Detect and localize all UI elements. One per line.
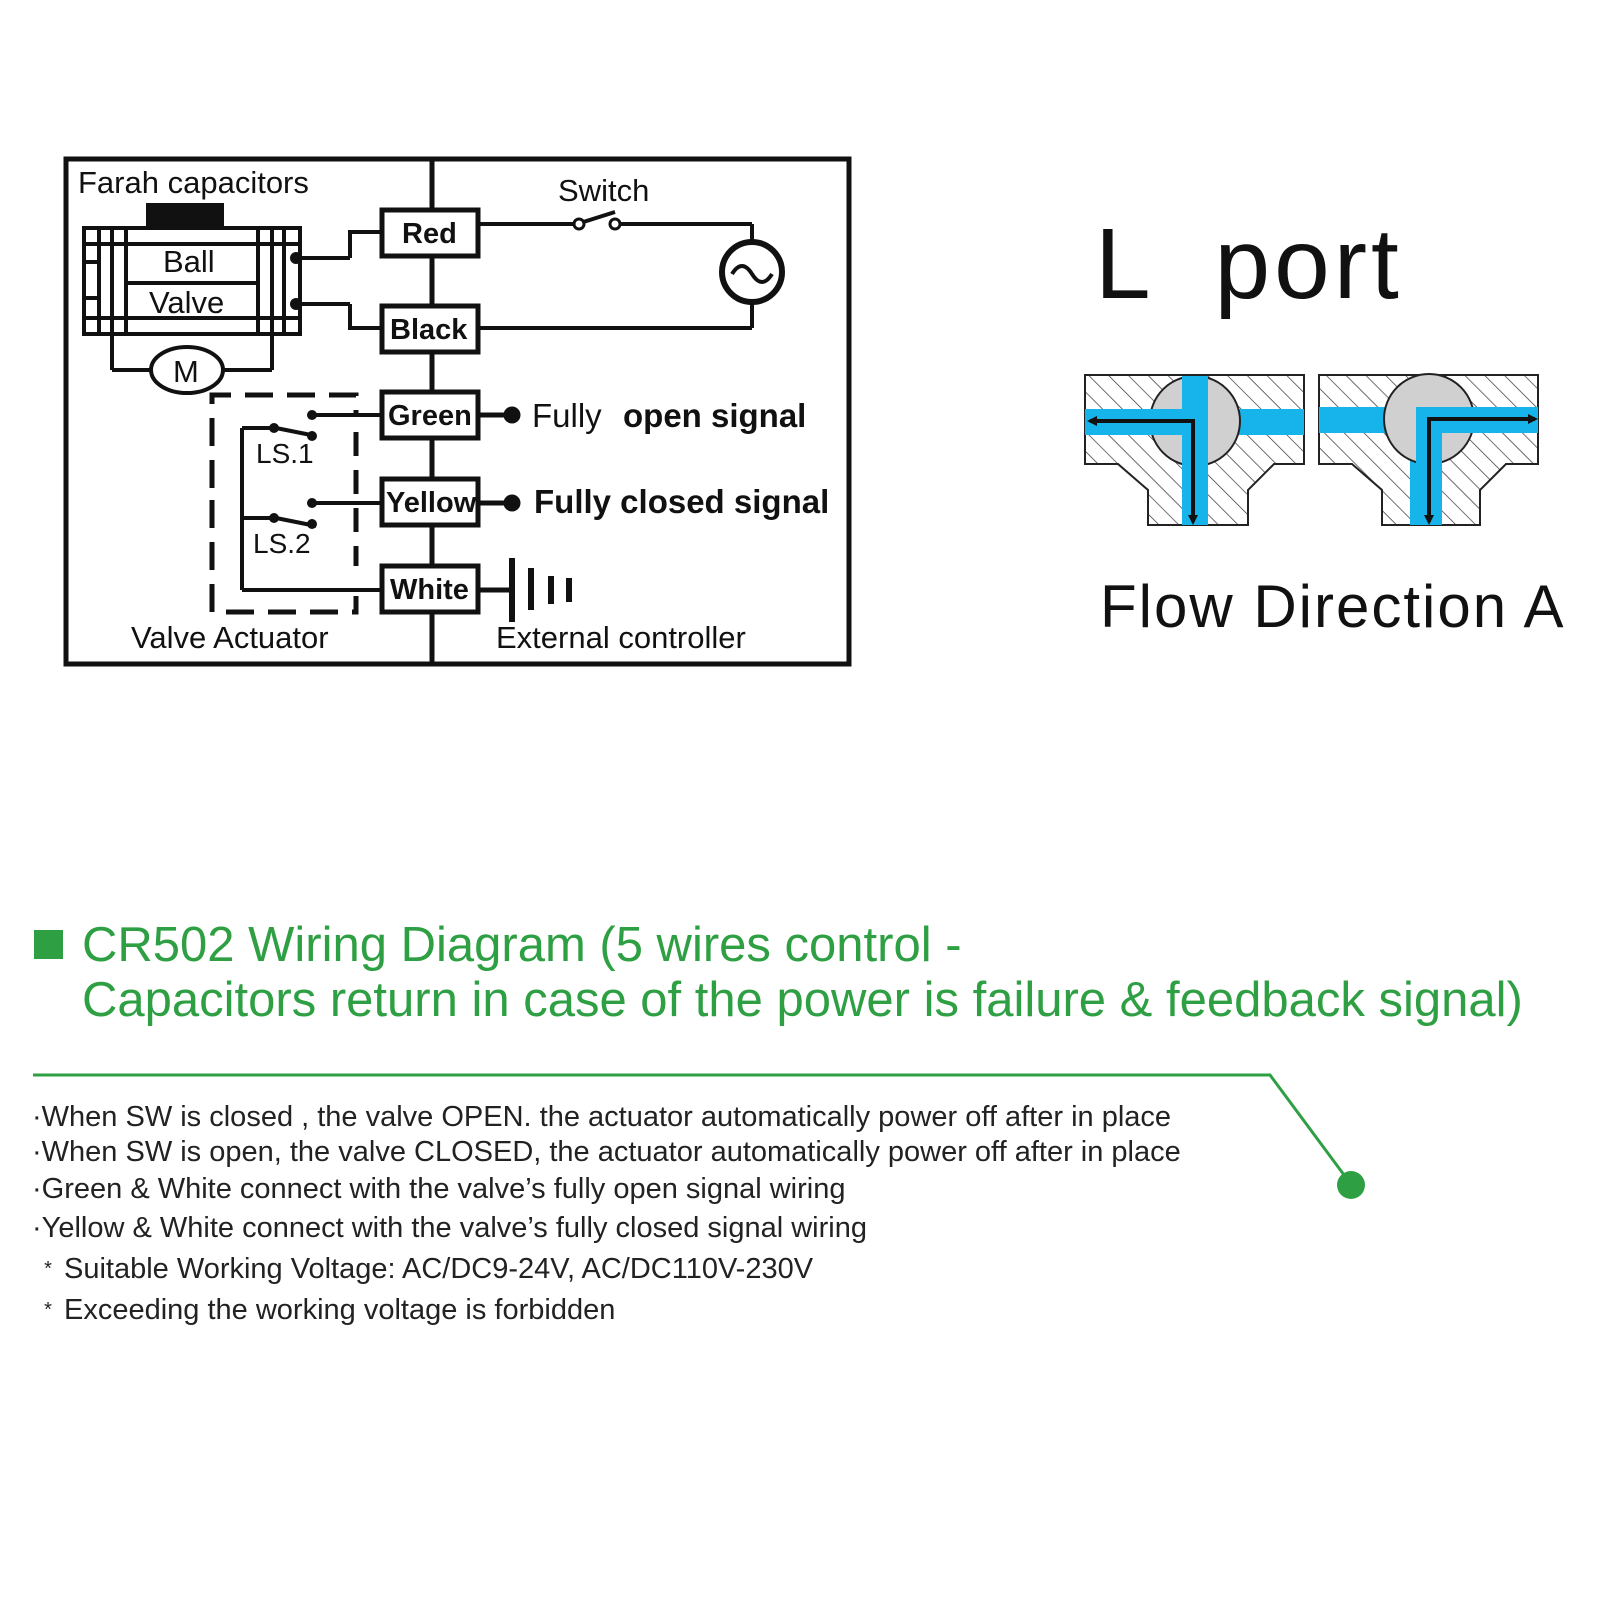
- star-bullet-icon: *: [44, 1299, 52, 1321]
- note-item: ·Yellow & White connect with the valve’s…: [32, 1212, 867, 1244]
- star-bullet-icon: *: [44, 1258, 52, 1280]
- fully-label: Fully: [532, 397, 602, 434]
- heading-line-1: CR502 Wiring Diagram (5 wires control -: [82, 918, 962, 972]
- wire-white-label: White: [390, 574, 469, 606]
- ball-valve-block: [82, 203, 382, 395]
- switch-label: Switch: [558, 173, 649, 208]
- limit-switches: [209, 392, 382, 615]
- star-note-item: * Suitable Working Voltage: AC/DC9-24V, A…: [32, 1252, 1252, 1287]
- black-wire-box: [379, 303, 481, 355]
- ball-label: Ball: [163, 244, 215, 279]
- star-note-text: Suitable Working Voltage: AC/DC9-24V, AC…: [64, 1253, 814, 1285]
- note-item: ·Green & White connect with the valve’s …: [32, 1173, 846, 1205]
- red-wire-box: [379, 207, 481, 259]
- signal-outputs: [478, 406, 572, 622]
- fully-closed-signal-label: Fully closed signal: [534, 483, 829, 520]
- valve-section-1: [1084, 374, 1305, 526]
- wire-yellow-label: Yellow: [386, 487, 477, 519]
- l-port-title: L port: [1095, 208, 1403, 320]
- farah-capacitors-label: Farah capacitors: [78, 165, 309, 200]
- wire-green-label: Green: [388, 400, 472, 432]
- wire-boxes: [379, 207, 481, 615]
- switch-circuit: [478, 210, 785, 330]
- open-signal-label: open signal: [623, 397, 806, 434]
- note-item: ·When SW is open, the valve CLOSED, the …: [32, 1136, 1181, 1168]
- valve-section-2: [1318, 373, 1539, 526]
- wire-black-label: Black: [390, 314, 468, 346]
- heading-divider: [33, 1073, 1365, 1199]
- white-wire-box: [379, 563, 481, 615]
- valve-actuator-label: Valve Actuator: [131, 620, 329, 655]
- heading-bullet-icon: [34, 930, 63, 959]
- star-note-item: * Exceeding the working voltage is forbid…: [32, 1293, 1252, 1328]
- flow-direction-label: Flow Direction A: [1100, 573, 1565, 640]
- note-item: ·When SW is closed , the valve OPEN. the…: [32, 1101, 1172, 1133]
- yellow-wire-box: [379, 476, 481, 528]
- wiring-diagram: Farah capacitors Ball Valve M Switch Red…: [63, 156, 1565, 667]
- notes-list: ·When SW is closed , the valve OPEN. the…: [32, 1100, 1252, 1328]
- star-note-text: Exceeding the working voltage is forbidd…: [64, 1294, 616, 1326]
- heading-line-2: Capacitors return in case of the power i…: [82, 973, 1523, 1027]
- external-controller-label: External controller: [496, 620, 746, 655]
- ls2-label: LS.2: [253, 528, 311, 559]
- leader-dot-icon: [1337, 1171, 1365, 1199]
- valve-label: Valve: [149, 285, 224, 320]
- wire-red-label: Red: [402, 218, 457, 250]
- ls1-label: LS.1: [256, 438, 314, 469]
- motor-label: M: [173, 354, 199, 389]
